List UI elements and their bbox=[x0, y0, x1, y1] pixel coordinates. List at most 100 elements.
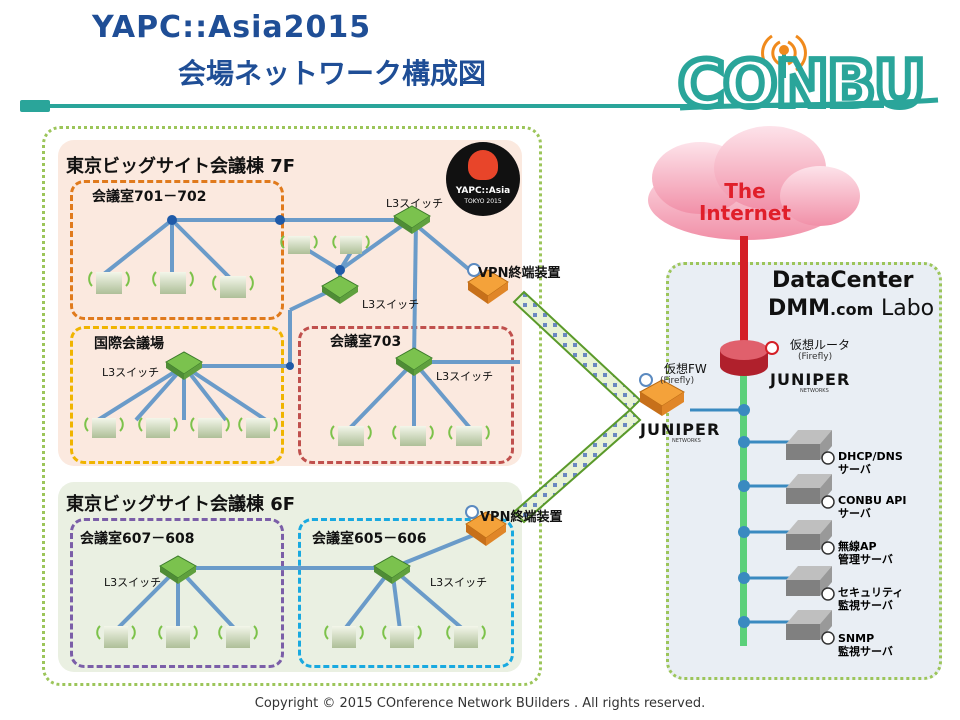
floor7-title: 東京ビッグサイト会議棟 7F bbox=[66, 156, 296, 177]
internet-label: The Internet bbox=[690, 180, 800, 224]
firewall-label: 仮想FW bbox=[664, 362, 707, 376]
access-point bbox=[88, 271, 130, 294]
datacenter-backbone bbox=[740, 374, 747, 646]
page-title: YAPC::Asia2015 bbox=[92, 10, 372, 45]
room-701-702 bbox=[70, 180, 284, 320]
router-icon bbox=[720, 340, 779, 376]
switch-label: L3スイッチ bbox=[430, 576, 488, 589]
switch-label: L3スイッチ bbox=[436, 370, 494, 383]
switch-label: L3スイッチ bbox=[102, 366, 160, 379]
access-point bbox=[190, 417, 230, 438]
room-607-label: 会議室607－608 bbox=[80, 531, 195, 547]
yapc-logo-sub: TOKYO 2015 bbox=[464, 198, 502, 205]
vpn-label: VPN終端装置 bbox=[480, 510, 563, 525]
server-label-line2: 管理サーバ bbox=[838, 553, 893, 566]
switch-label: L3スイッチ bbox=[386, 197, 444, 210]
access-point bbox=[324, 625, 364, 648]
switch-icon bbox=[321, 275, 359, 304]
access-point bbox=[330, 425, 372, 446]
server-label-line1: 無線AP bbox=[838, 540, 877, 553]
server-icon bbox=[786, 610, 835, 645]
access-points bbox=[84, 235, 490, 648]
switch-label: L3スイッチ bbox=[362, 298, 420, 311]
yapc-logo: YAPC::Asia TOKYO 2015 bbox=[446, 142, 520, 216]
access-point bbox=[448, 425, 490, 446]
page-subtitle: 会場ネットワーク構成図 bbox=[178, 57, 487, 90]
vpn-tunnels bbox=[512, 290, 642, 524]
header-divider bbox=[44, 104, 884, 108]
juniper-logo-sub: NETWORKS bbox=[672, 438, 701, 444]
access-point bbox=[138, 417, 178, 438]
server-label-line2: サーバ bbox=[838, 463, 871, 476]
dmm-logo-main: DMM bbox=[768, 296, 831, 321]
internet-cloud bbox=[648, 126, 860, 240]
server-label-line2: サーバ bbox=[838, 507, 871, 520]
firewall-icon bbox=[639, 373, 685, 416]
server-icon bbox=[786, 566, 835, 601]
access-point bbox=[392, 425, 434, 446]
server-links bbox=[690, 408, 790, 624]
access-point bbox=[238, 417, 278, 438]
switch-icon bbox=[373, 555, 411, 584]
venue-region bbox=[42, 126, 542, 686]
backbone-nodes bbox=[738, 404, 750, 628]
server-icon bbox=[786, 430, 835, 465]
server-label-line1: セキュリティ bbox=[838, 586, 904, 599]
internet-label-line2: Internet bbox=[698, 201, 792, 225]
firewall-sub: (Firefly) bbox=[660, 376, 695, 386]
juniper-logo: JUNIPER bbox=[770, 370, 851, 389]
plug-icon bbox=[20, 100, 50, 112]
room-607-608 bbox=[70, 518, 284, 668]
server-label-line2: 監視サーバ bbox=[838, 645, 893, 658]
vpn-label: VPN終端装置 bbox=[478, 266, 561, 281]
servers bbox=[786, 430, 835, 645]
access-point bbox=[84, 417, 124, 438]
server-icon bbox=[786, 474, 835, 509]
room-703-label: 会議室703 bbox=[330, 334, 402, 350]
room-605-label: 会議室605－606 bbox=[312, 531, 427, 547]
yapc-logo-name: YAPC::Asia bbox=[455, 186, 511, 196]
internet-label-line1: The bbox=[724, 179, 766, 203]
copyright-footer: Copyright © 2015 COnference Network BUil… bbox=[254, 696, 706, 711]
datacenter-title: DataCenter bbox=[772, 268, 914, 293]
dmm-logo-labo: Labo bbox=[880, 296, 935, 321]
access-point bbox=[332, 235, 370, 254]
switch-icon bbox=[165, 351, 203, 380]
access-point bbox=[218, 625, 258, 648]
switch-label: L3スイッチ bbox=[104, 576, 162, 589]
server-icon bbox=[786, 520, 835, 555]
switch-icon bbox=[395, 347, 433, 376]
access-point bbox=[446, 625, 486, 648]
access-point bbox=[212, 275, 254, 298]
switch-icon bbox=[393, 205, 431, 234]
floor7-building bbox=[58, 140, 522, 466]
access-point bbox=[96, 625, 136, 648]
server-label-line1: SNMP bbox=[838, 632, 875, 645]
server-label-line1: CONBU API bbox=[838, 494, 907, 507]
vpn-devices bbox=[465, 263, 509, 546]
uplink bbox=[740, 236, 748, 354]
access-point bbox=[152, 271, 194, 294]
room-intl bbox=[70, 326, 284, 464]
vpn-device-icon bbox=[465, 505, 507, 546]
server-label: セキュリティ監視サーバ bbox=[838, 586, 903, 612]
juniper-logo: JUNIPER bbox=[640, 420, 721, 439]
vpn-device-icon bbox=[467, 263, 509, 304]
room-intl-label: 国際会議場 bbox=[94, 336, 164, 352]
logo-text: CONBU bbox=[678, 48, 924, 122]
dmm-logo-domain: .com bbox=[830, 300, 874, 319]
server-label-line1: DHCP/DNS bbox=[838, 450, 903, 463]
access-point bbox=[382, 625, 422, 648]
server-label-line2: 監視サーバ bbox=[838, 599, 893, 612]
floor6-title: 東京ビッグサイト会議棟 6F bbox=[66, 494, 296, 515]
access-point bbox=[158, 625, 198, 648]
l3-switches bbox=[159, 205, 433, 584]
router-label: 仮想ルータ bbox=[790, 338, 851, 352]
router-sub: (Firefly) bbox=[798, 352, 833, 362]
room-703 bbox=[298, 326, 514, 464]
access-point bbox=[280, 235, 318, 254]
switch-icon bbox=[159, 555, 197, 584]
